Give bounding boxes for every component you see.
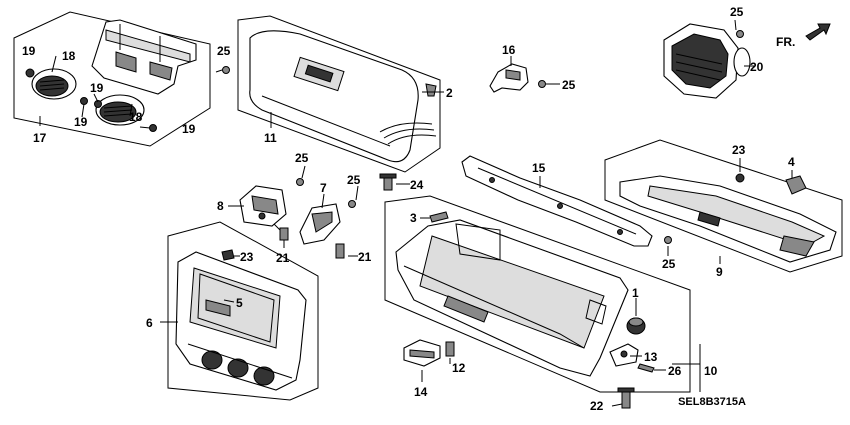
callout-8: 8: [217, 199, 224, 213]
callout-23: 23: [732, 143, 746, 157]
latch-14: [403, 339, 441, 367]
side-vent-left: [31, 68, 77, 100]
callout-19: 19: [182, 122, 196, 136]
glove-box-10: [395, 219, 629, 377]
bolt-21-left: [279, 227, 289, 241]
callout-25: 25: [295, 151, 309, 165]
callout-18: 18: [62, 49, 76, 63]
callout-25: 25: [730, 5, 744, 19]
callout-16: 16: [502, 43, 516, 57]
callout-20: 20: [750, 60, 764, 74]
callout-4: 4: [788, 155, 795, 169]
callout-15: 15: [532, 161, 546, 175]
diagram-code: SEL8B3715A: [678, 396, 746, 408]
callout-1: 1: [632, 286, 639, 300]
callout-22: 22: [590, 399, 604, 413]
group-box-glove-box: [384, 195, 691, 393]
callout-24: 24: [410, 178, 424, 192]
clip-23-panel: [221, 249, 235, 261]
group-box-glove-lid: [237, 15, 441, 173]
screw-12: [445, 341, 455, 357]
callout-25: 25: [347, 173, 361, 187]
callout-23: 23: [240, 250, 254, 264]
pin-26: [637, 363, 655, 373]
group-box-center-panel: [167, 221, 319, 401]
center-panel-6: [175, 251, 307, 391]
callout-26: 26: [668, 364, 682, 378]
callout-5: 5: [236, 296, 243, 310]
damper-1: [626, 317, 646, 335]
callout-13: 13: [644, 350, 658, 364]
bolt-22: [617, 387, 635, 409]
callout-19: 19: [90, 81, 104, 95]
callout-25: 25: [217, 44, 231, 58]
callout-11: 11: [264, 131, 277, 145]
callout-9: 9: [716, 265, 723, 279]
callout-6: 6: [146, 316, 153, 330]
callout-21: 21: [276, 251, 290, 265]
bracket-7: [299, 200, 356, 245]
callout-19: 19: [74, 115, 88, 129]
clip-23-cover: [735, 173, 745, 183]
callout-25: 25: [662, 257, 676, 271]
group-box-lower-cover: [604, 139, 843, 273]
callout-17: 17: [33, 131, 47, 145]
glove-box-lid: [249, 30, 437, 163]
bolt-21-right: [335, 243, 345, 259]
leader-lines: [39, 19, 793, 407]
bolt-24: [379, 173, 397, 191]
callout-3: 3: [410, 211, 417, 225]
bolt-3: [429, 211, 449, 223]
screw-25-vent: [215, 66, 230, 74]
callout-10: 10: [704, 364, 718, 378]
light-4: [785, 175, 807, 195]
callout-12: 12: [452, 361, 466, 375]
callout-2: 2: [446, 86, 453, 100]
bracket-8: [239, 178, 304, 233]
callout-7: 7: [320, 181, 327, 195]
side-vent-right: [95, 94, 145, 126]
hinge-13: [609, 343, 639, 367]
callout-18: 18: [129, 110, 143, 124]
vent-clips: [25, 68, 157, 132]
callout-21: 21: [358, 250, 372, 264]
center-vent-housing: [91, 19, 197, 95]
callout-14: 14: [414, 385, 428, 399]
group-box-vents: [13, 11, 211, 147]
frame-15: [461, 155, 672, 247]
bracket-16: [489, 63, 546, 93]
clip-2: [425, 83, 437, 97]
vent-assembly-20: [663, 23, 751, 99]
front-direction-arrow: [805, 23, 831, 41]
callout-19: 19: [22, 44, 36, 58]
front-direction-label: FR.: [776, 35, 795, 49]
callout-25: 25: [562, 78, 576, 92]
lower-cover-9: [619, 175, 837, 263]
